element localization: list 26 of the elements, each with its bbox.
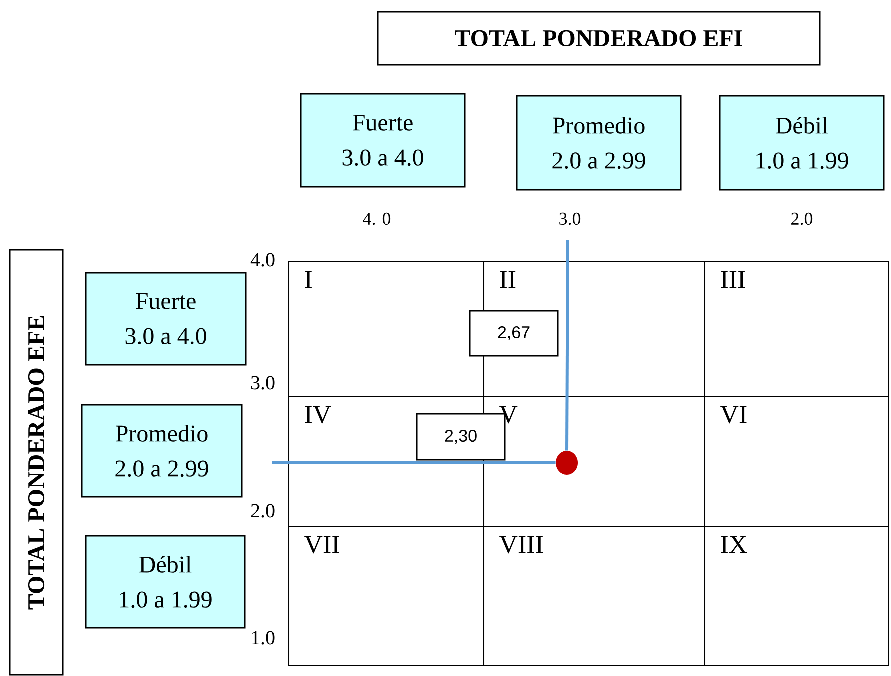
axis-value: 4. 0 (363, 212, 391, 226)
axis-value: 4.0 (250, 253, 275, 267)
axis-value: 2.0 (792, 212, 813, 226)
axis-value: 3.0 (251, 376, 275, 390)
guide-line (566, 240, 570, 451)
matrix-cell: I (288, 262, 484, 398)
value-box: 2,67 (469, 310, 559, 357)
category-box: Promedio 2.0 a 2.99 (81, 404, 243, 498)
category-box: Débil 1.0 a 1.99 (85, 535, 246, 629)
matrix-cell: VI (704, 396, 890, 528)
category-box: Débil 1.0 a 1.99 (719, 95, 885, 191)
guide-line (272, 462, 556, 464)
matrix-cell: VII (288, 526, 484, 666)
category-box: Fuerte 3.0 a 4.0 (85, 272, 247, 366)
position-dot (556, 451, 578, 475)
matrix-cell: III (704, 262, 890, 398)
category-box: Fuerte 3.0 a 4.0 (300, 93, 466, 188)
axis-value: 2.0 (251, 504, 275, 518)
matrix-cell: VIII (484, 526, 706, 666)
title-box: TOTAL PONDERADO EFI (377, 11, 821, 66)
category-box: Promedio 2.0 a 2.99 (516, 95, 682, 191)
matrix-cell: V (484, 396, 706, 528)
axis-value: 3.0 (560, 212, 581, 226)
title-box: TOTAL PONDERADO EFE (9, 249, 64, 676)
matrix-cell: IX (704, 526, 890, 666)
axis-value: 1.0 (252, 631, 275, 645)
